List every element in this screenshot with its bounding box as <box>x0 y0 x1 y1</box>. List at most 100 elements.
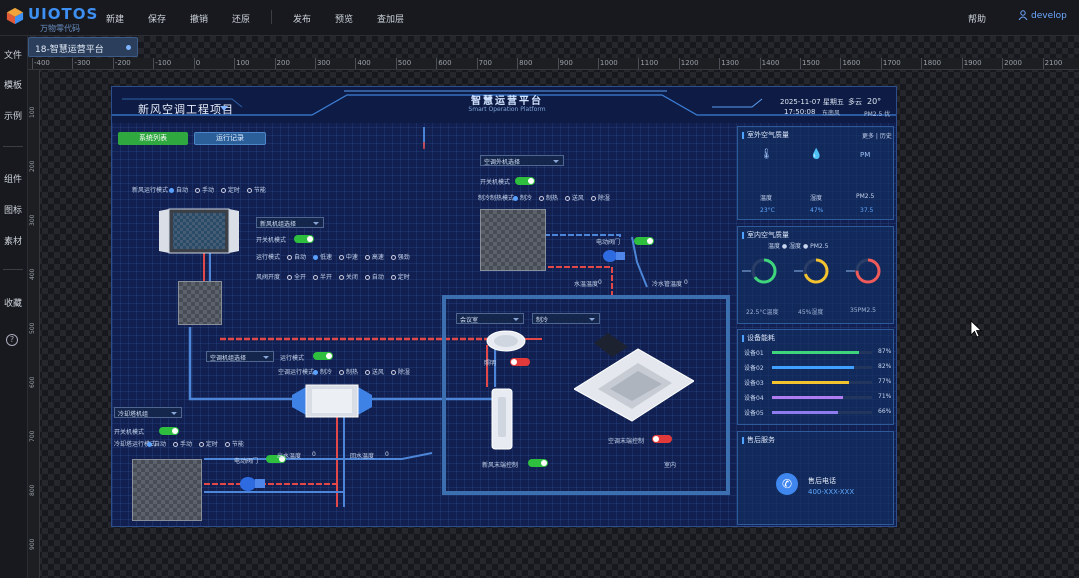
sidebar-item-file[interactable]: 文件 <box>4 51 23 61</box>
user-menu[interactable]: develop <box>1018 10 1067 21</box>
service-phone[interactable]: 400-XXX-XXX <box>808 488 855 496</box>
energy-row-value: 71% <box>878 393 892 400</box>
bottom-mode-opt: 手动 <box>179 441 192 448</box>
energy-bar-fill <box>772 396 843 399</box>
weather-text: 多云 <box>848 98 862 106</box>
sidebar-separator <box>3 269 23 270</box>
vrv-end-toggle[interactable] <box>652 435 672 443</box>
outdoor-unit-select[interactable]: 空调外机选择 <box>480 155 564 166</box>
ruler-tick: 2100 <box>1042 58 1063 69</box>
panel-outdoor-title: 室外空气质量 <box>742 130 789 140</box>
panel-service-title: 售后服务 <box>742 435 775 445</box>
room-mode-select[interactable]: 制冷 <box>532 313 600 324</box>
outdoor-switch-toggle[interactable] <box>515 177 535 185</box>
fresh-end-label: 新风末端控制 <box>482 462 519 469</box>
ahu-switch-toggle[interactable] <box>313 352 333 360</box>
ahu-mode-opt: 制热 <box>345 369 358 376</box>
sidebar-separator <box>3 146 23 147</box>
ahu-mode-opt: 送风 <box>371 369 384 376</box>
fresh-end-toggle[interactable] <box>528 459 548 467</box>
menu-redo[interactable]: 还原 <box>232 15 251 25</box>
menu-preview[interactable]: 预览 <box>335 15 354 25</box>
ahu-select[interactable]: 空调机组选择 <box>206 351 274 362</box>
fresh-mode-radios[interactable]: 自动 手动 定时 节能 <box>164 185 266 194</box>
energy-bar-fill <box>772 381 849 384</box>
design-canvas[interactable]: 新风空调工程项目 智慧运营平台 Smart Operation Platform… <box>111 86 897 527</box>
phone-icon[interactable]: ✆ <box>776 473 798 495</box>
tab-document[interactable]: 18-智慧运营平台 <box>28 37 138 57</box>
light-toggle[interactable] <box>510 358 530 366</box>
cooling-tower-icon[interactable] <box>132 459 202 521</box>
panel-outdoor-tag[interactable]: 更多 | 历史 <box>862 133 892 140</box>
ruler-tick: 2000 <box>1002 58 1022 69</box>
run-records-button[interactable]: 运行记录 <box>194 132 266 145</box>
menu-publish[interactable]: 发布 <box>293 15 312 25</box>
sidebar-item-example[interactable]: 示例 <box>4 112 23 122</box>
thermometer-icon: 🌡 <box>760 149 773 160</box>
ruler-tick: -400 <box>32 58 50 69</box>
help-circle-icon[interactable]: ? <box>6 334 18 346</box>
sidebar-item-icons[interactable]: 图标 <box>4 206 23 216</box>
room-select[interactable]: 会议室 <box>456 313 524 324</box>
valve-toggle[interactable] <box>634 237 654 245</box>
water-heater-icon[interactable] <box>490 387 514 451</box>
ruler-tick: 1200 <box>678 58 699 69</box>
sidebar-item-assets[interactable]: 素材 <box>4 237 23 247</box>
ruler-tick: 1700 <box>880 58 901 69</box>
bottom-valve-icon[interactable] <box>238 473 266 493</box>
outdoor-mode-opt: 送风 <box>571 195 584 202</box>
menu-undo[interactable]: 撤销 <box>190 15 209 25</box>
current-date: 2025-11-07 星期五 <box>780 98 844 106</box>
help-button[interactable]: 帮助 <box>968 15 987 25</box>
energy-bar-fill <box>772 351 859 354</box>
bottom-valve-toggle[interactable] <box>266 455 286 463</box>
ruler-tick: 900 <box>29 538 36 550</box>
outdoor-mode-opt: 制冷 <box>520 195 533 202</box>
panel-indoor-title: 室内空气质量 <box>742 230 789 240</box>
top-menu-bar: UIOTOS 万物零代码 新建 保存 撤销 还原 发布 预览 查加层 帮助 de… <box>0 0 1079 36</box>
panel-service: 售后服务 ✆ 售后电话 400-XXX-XXX <box>737 431 894 525</box>
panel-outdoor-air: 室外空气质量 更多 | 历史 🌡 💧 PM 温度 湿度 PM2.5 23°C 4… <box>737 126 894 220</box>
project-dropdown-icon[interactable] <box>220 106 228 111</box>
outdoor-mode-radios[interactable]: 制冷 制热 送风 除湿 <box>508 193 610 202</box>
ceiling-light-icon[interactable] <box>486 330 526 352</box>
cassette-ac-icon[interactable] <box>574 333 694 423</box>
fresh-switch-toggle[interactable] <box>294 235 314 243</box>
filter-unit-icon[interactable] <box>178 281 222 325</box>
ahu-mode-radios[interactable]: 制冷 制热 送风 除湿 <box>308 367 410 376</box>
valve-icon[interactable] <box>602 247 626 263</box>
menu-layers[interactable]: 查加层 <box>377 15 405 25</box>
outdoor-chiller-icon[interactable] <box>480 209 546 271</box>
bottom-select[interactable]: 冷却塔机组 <box>114 407 182 418</box>
pipe-temp-label: 冷水管温度 <box>652 281 683 288</box>
bottom-mode-radios[interactable]: 自动 手动 定时 节能 <box>142 439 244 448</box>
ruler-tick: 600 <box>29 376 36 388</box>
fresh-mode-label: 新风运行模式 <box>132 187 169 194</box>
energy-bar-track <box>772 366 872 369</box>
bottom-mode-label: 冷却塔运行模式 <box>114 441 157 448</box>
gauge-arc <box>803 258 829 284</box>
ruler-tick: 600 <box>436 58 452 69</box>
fresh-fan-radios[interactable]: 全开 半开 关闭 自动 定时 <box>282 272 410 281</box>
fresh-air-unit-icon[interactable] <box>159 207 239 257</box>
sidebar-item-template[interactable]: 模板 <box>4 81 23 91</box>
bottom-switch-toggle[interactable] <box>159 427 179 435</box>
ruler-tick: 1800 <box>921 58 942 69</box>
ahu-mode-opt: 除湿 <box>397 369 410 376</box>
wind-text: 东南风 <box>822 110 841 117</box>
ahu-unit-icon[interactable] <box>292 383 372 419</box>
menu-new[interactable]: 新建 <box>106 15 125 25</box>
water-temp-label: 水温温度 <box>574 281 599 288</box>
fresh-mode-opt: 节能 <box>253 187 266 194</box>
sidebar-item-favorites[interactable]: 收藏 <box>4 299 23 309</box>
platform-title: 智慧运营平台 <box>471 96 543 107</box>
fresh-speed-radios[interactable]: 自动 低速 中速 高速 强劲 <box>282 252 410 261</box>
fresh-switch-label: 开关机模式 <box>256 237 287 244</box>
ruler-tick: -100 <box>153 58 172 69</box>
fresh-unit-select[interactable]: 新风机组选择 <box>256 217 324 228</box>
ahu-mode-opt: 制冷 <box>320 369 333 376</box>
outdoor-mode-opt: 除湿 <box>597 195 610 202</box>
menu-save[interactable]: 保存 <box>148 15 167 25</box>
system-list-button[interactable]: 系统列表 <box>118 132 188 145</box>
sidebar-item-components[interactable]: 组件 <box>4 175 23 185</box>
